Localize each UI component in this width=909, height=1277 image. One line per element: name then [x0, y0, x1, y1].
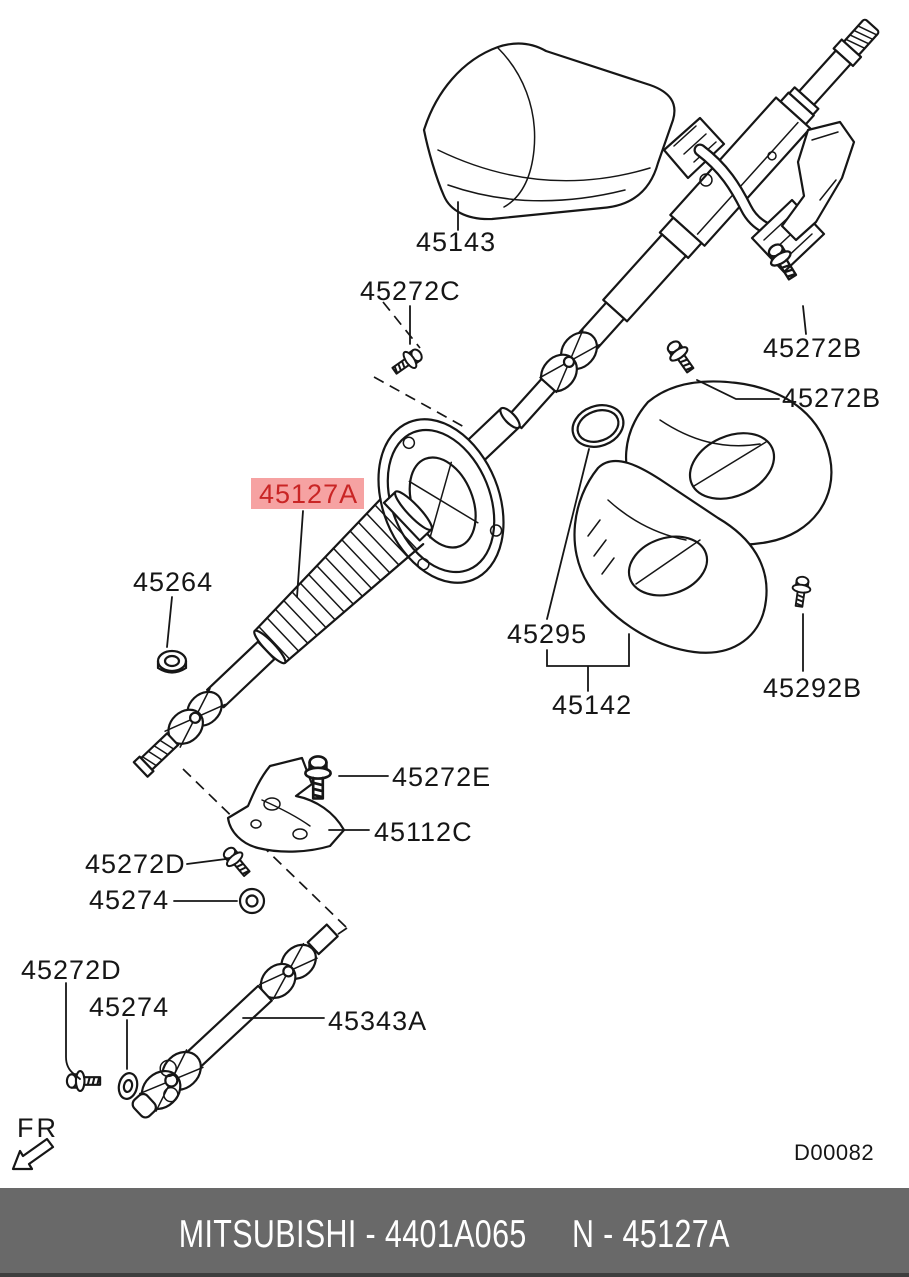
fr-arrow-icon [11, 1137, 55, 1171]
part-label-45272b-upper[interactable]: 45272B [763, 333, 862, 363]
part-label-45272b-lower[interactable]: 45272B [782, 383, 881, 413]
part-label-45272d-upper[interactable]: 45272D [85, 849, 186, 879]
drawing-code: D00082 [794, 1140, 874, 1165]
bolt-45272e [304, 755, 332, 800]
part-label-45343a[interactable]: 45343A [328, 1006, 427, 1036]
construction-lines [182, 301, 467, 987]
part-label-45272e[interactable]: 45272E [392, 762, 491, 792]
leader-45272b-lower [696, 379, 780, 400]
bolt-45292b [789, 574, 813, 609]
fr-direction-indicator: FR [11, 1113, 59, 1171]
bolt-45272b-lower [661, 336, 700, 377]
part-label-45127a-highlighted[interactable]: 45127A [251, 478, 364, 509]
joint-assembly-part [131, 923, 339, 1119]
footer-text: MITSUBISHI - 4401A065 N - 45127A [179, 1209, 730, 1257]
main-shaft-boot [132, 490, 433, 778]
leader-45272b-upper [802, 305, 807, 335]
part-label-45295[interactable]: 45295 [507, 619, 587, 649]
part-label-45272c[interactable]: 45272C [360, 276, 461, 306]
leader-45272d-upper [186, 858, 227, 865]
leader-45142-bracket [546, 633, 630, 692]
mount-arm [780, 120, 856, 242]
part-label-45112c[interactable]: 45112C [374, 817, 473, 847]
part-label-45127a: 45127A [259, 479, 358, 509]
column-cover-part [422, 42, 676, 221]
o-ring-gasket [571, 404, 625, 448]
cover-shell-lower [573, 459, 768, 654]
fr-label: FR [17, 1113, 59, 1143]
part-label-45272d-lower[interactable]: 45272D [21, 955, 122, 985]
part-label-45264[interactable]: 45264 [133, 567, 213, 597]
part-label-45274-upper[interactable]: 45274 [89, 885, 169, 915]
part-label-45292b[interactable]: 45292B [763, 673, 862, 703]
bolt-45272d-upper [218, 842, 256, 881]
leader-45127a [296, 510, 304, 598]
bolt-45272c [388, 343, 427, 380]
footer-right-text: N - 45127A [572, 1212, 731, 1256]
highlight-box [251, 478, 364, 509]
bracket-part [226, 756, 346, 853]
steering-column-assembly [506, 18, 880, 430]
part-label-45142[interactable]: 45142 [552, 690, 632, 720]
washer-upper [238, 887, 266, 915]
footer-left-text: MITSUBISHI - 4401A065 [178, 1212, 527, 1256]
bolt-45272d-lower [65, 1069, 102, 1093]
footer-bar: MITSUBISHI - 4401A065 N - 45127A [0, 1188, 909, 1277]
leader-45295 [546, 448, 590, 620]
leader-lines [65, 201, 807, 1080]
leader-45264 [166, 596, 173, 648]
leader-45272d-lower [65, 982, 81, 1080]
part-label-45143[interactable]: 45143 [416, 227, 496, 257]
washer-lower [117, 1072, 139, 1100]
part-label-45274-lower[interactable]: 45274 [89, 992, 169, 1022]
nut-part [156, 649, 188, 674]
